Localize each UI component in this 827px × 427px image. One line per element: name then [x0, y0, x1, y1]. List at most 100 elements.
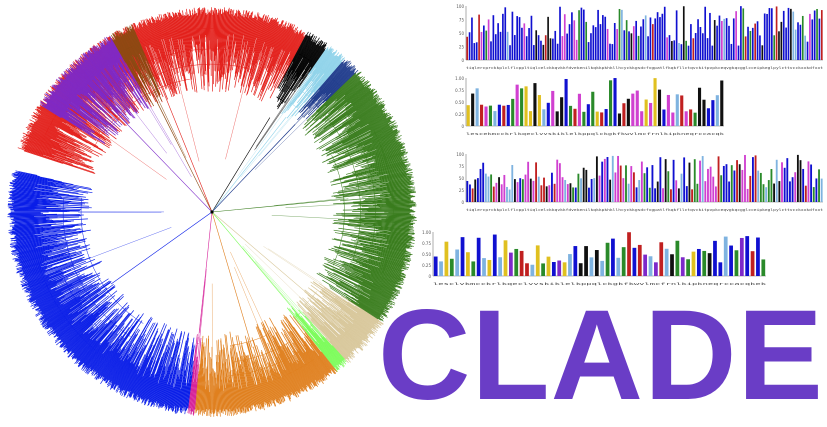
- logo-bar: [707, 38, 709, 60]
- logo-bar: [738, 46, 740, 60]
- logo-bar: [653, 78, 656, 126]
- logo-bar: [631, 33, 633, 60]
- logo-bar: [498, 257, 502, 276]
- logo-bar: [691, 189, 693, 202]
- logo-bar: [613, 78, 616, 126]
- logo-bar: [611, 239, 615, 276]
- logo-bar: [551, 91, 554, 126]
- logo-bar: [480, 105, 483, 126]
- logo-bar: [633, 248, 637, 276]
- logo-bar: [662, 188, 664, 202]
- logo-bar: [583, 10, 585, 60]
- logo-bar: [619, 9, 621, 60]
- phylogenetic-tree: [0, 0, 440, 422]
- logo-bar: [667, 171, 669, 202]
- logo-bar: [593, 178, 595, 202]
- logo-bar: [566, 34, 568, 60]
- logo-bar: [434, 257, 438, 276]
- y-tick-label: 100: [456, 4, 464, 9]
- logo-bar: [810, 164, 812, 202]
- logo-bar: [614, 172, 616, 202]
- logo-bar: [542, 109, 545, 126]
- logo-bar: [708, 253, 712, 276]
- logo-bar: [647, 36, 649, 60]
- logo-bar: [638, 180, 640, 202]
- logo-bar: [529, 111, 532, 126]
- logo-bar: [514, 249, 518, 276]
- logo-bar: [666, 37, 668, 60]
- logo-bar: [591, 179, 593, 202]
- logo-bar: [550, 38, 552, 60]
- logo-bar: [640, 111, 643, 126]
- y-tick-label: 0.25: [455, 112, 464, 117]
- logo-bar: [724, 237, 728, 276]
- logo-bar: [784, 168, 786, 202]
- logo-bar: [530, 265, 534, 276]
- logo-bar: [747, 27, 749, 60]
- logo-bar: [525, 175, 527, 202]
- logo-bar: [633, 172, 635, 202]
- logo-bar: [506, 187, 508, 202]
- logo-bar: [439, 261, 443, 276]
- logo-bar: [683, 6, 685, 60]
- logo-bar: [575, 188, 577, 202]
- logo-bar: [576, 40, 578, 60]
- logo-bar: [771, 8, 773, 60]
- logo-bar: [808, 161, 810, 202]
- logo-bar: [729, 246, 733, 276]
- logo-bar: [581, 8, 583, 60]
- logo-bar: [476, 88, 479, 126]
- logo-bar: [538, 35, 540, 60]
- logo-bar: [495, 183, 497, 202]
- logo-bar: [689, 163, 691, 202]
- logo-bar: [654, 188, 656, 202]
- logo-bar: [715, 186, 717, 202]
- logo-bar: [636, 187, 638, 202]
- logo-bar: [568, 254, 572, 276]
- logo-bar: [718, 156, 720, 202]
- logo-bar: [685, 111, 688, 126]
- logo-bar: [723, 19, 725, 60]
- logo-bar: [493, 235, 497, 276]
- logo-bar: [778, 181, 780, 202]
- logo-bar: [614, 23, 616, 60]
- logo-bar: [527, 162, 529, 202]
- logo-bar: [740, 238, 744, 276]
- logo-bar: [807, 42, 809, 60]
- logo-bar: [604, 159, 606, 202]
- logo-bar: [472, 188, 474, 202]
- logo-bar: [609, 44, 611, 60]
- logo-bar: [557, 261, 561, 276]
- logo-bar: [645, 100, 648, 126]
- clade-blue: [7, 171, 212, 414]
- logo-bar: [721, 21, 723, 60]
- logo-bar: [538, 177, 540, 202]
- logo-bar: [635, 21, 637, 60]
- logo-bar: [467, 105, 470, 126]
- logo-bar: [640, 26, 642, 60]
- logo-bar: [485, 31, 487, 60]
- logo-bar: [612, 44, 614, 60]
- logo-bar: [546, 186, 548, 202]
- logo-bar: [657, 182, 659, 202]
- logo-bar: [536, 245, 540, 276]
- logo-bar: [612, 156, 614, 202]
- logo-bar: [699, 161, 701, 202]
- logo-bar: [489, 106, 492, 126]
- logo-bar: [736, 160, 738, 202]
- logo-bar: [484, 107, 487, 126]
- logo-bar: [638, 245, 642, 276]
- logo-bar: [636, 91, 639, 126]
- logo-bar: [642, 19, 644, 60]
- logo-bar: [688, 46, 690, 60]
- logo-bar: [821, 10, 823, 60]
- logo-bar: [569, 106, 572, 126]
- logo-bar: [588, 188, 590, 202]
- logo-bar: [445, 242, 449, 276]
- logo-bar: [670, 254, 674, 276]
- logo-bar: [669, 35, 671, 60]
- logo-bar: [756, 238, 760, 276]
- logo-bar: [559, 7, 561, 60]
- logo-bar: [616, 29, 618, 60]
- logo-bar: [488, 260, 492, 276]
